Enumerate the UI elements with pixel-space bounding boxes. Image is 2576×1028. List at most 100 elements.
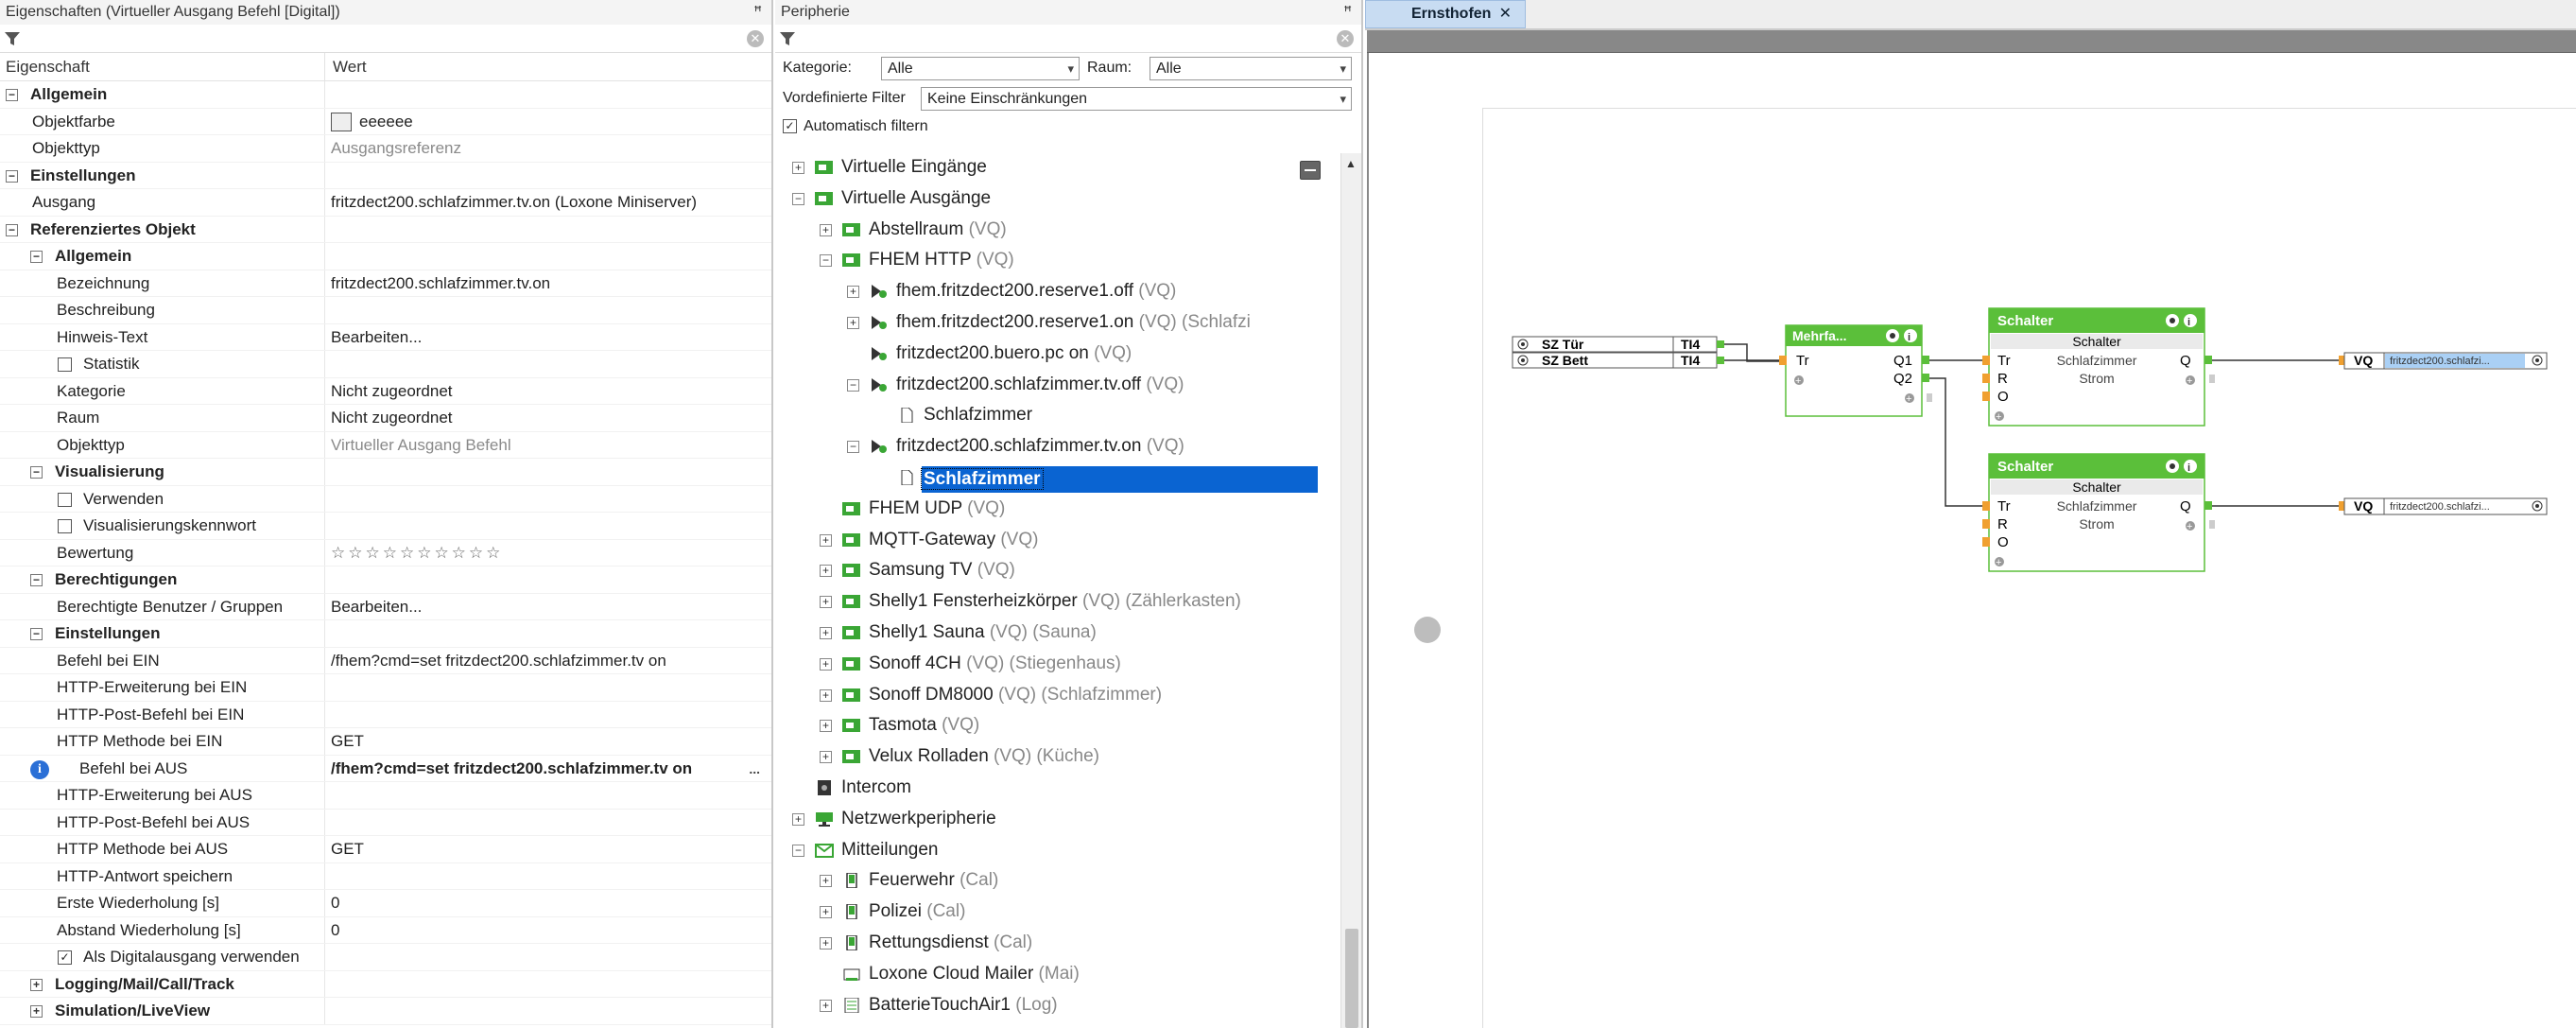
tree-item[interactable]: +Shelly1 Fensterheizkörper (VQ) (Zählerk… — [775, 587, 1323, 616]
tree-item[interactable]: Schlafzimmer — [775, 463, 1323, 493]
tree-item[interactable]: +Sonoff 4CH (VQ) (Stiegenhaus) — [775, 650, 1323, 678]
property-value-cell[interactable]: fritzdect200.schlafzimmer.tv.on (Loxone … — [325, 189, 771, 216]
tree-scrollbar[interactable]: ▲ — [1340, 153, 1361, 1028]
collapse-icon[interactable]: − — [30, 628, 43, 640]
property-row[interactable]: HTTP-Erweiterung bei AUS — [0, 782, 771, 810]
property-value-cell[interactable]: GET — [325, 836, 771, 862]
property-value-cell[interactable]: 0 — [325, 917, 771, 944]
property-value-cell[interactable] — [325, 674, 771, 701]
collapse-icon[interactable]: − — [847, 378, 859, 392]
property-value-cell[interactable]: Ausgangsreferenz — [325, 135, 771, 162]
add-output-icon[interactable] — [1905, 393, 1914, 403]
peripherie-filter-bar[interactable]: ✕ — [775, 25, 1361, 53]
tree-item[interactable]: +fhem.fritzdect200.reserve1.off (VQ) — [775, 277, 1323, 305]
expand-icon[interactable]: + — [847, 317, 859, 329]
property-row[interactable]: HTTP-Post-Befehl bei EIN — [0, 701, 771, 728]
property-value-cell[interactable]: /fhem?cmd=set fritzdect200.schlafzimmer.… — [325, 756, 771, 782]
tree-item[interactable]: Schlafzimmer — [775, 401, 1323, 429]
property-value-cell[interactable]: Bearbeiten... — [325, 324, 771, 351]
tree-item[interactable]: −FHEM HTTP (VQ) — [775, 246, 1323, 274]
edit-ellipsis-button[interactable]: ... — [749, 760, 760, 776]
property-value-cell[interactable] — [325, 971, 771, 998]
auto-filter-checkbox[interactable]: ✓ — [783, 119, 797, 133]
clear-filter-icon[interactable]: ✕ — [747, 30, 764, 47]
property-value-cell[interactable]: Nicht zugeordnet — [325, 378, 771, 405]
property-row[interactable]: Abstand Wiederholung [s]0 — [0, 916, 771, 944]
expand-icon[interactable]: + — [30, 978, 43, 991]
expand-icon[interactable]: + — [820, 906, 832, 919]
property-value-cell[interactable]: eeeeee — [325, 109, 771, 135]
tree-item[interactable]: +Virtuelle Eingänge — [775, 153, 1323, 182]
property-value-cell[interactable] — [325, 863, 771, 890]
property-row[interactable]: Erste Wiederholung [s]0 — [0, 890, 771, 917]
property-row[interactable]: Bewertung☆☆☆☆☆☆☆☆☆☆ — [0, 539, 771, 566]
tree-item[interactable]: fritzdect200.buero.pc on (VQ) — [775, 340, 1323, 368]
property-row[interactable]: HTTP-Erweiterung bei EIN — [0, 674, 771, 702]
property-value-cell[interactable]: Virtueller Ausgang Befehl — [325, 432, 771, 459]
tree-item[interactable]: +Feuerwehr (Cal) — [775, 866, 1323, 895]
program-canvas[interactable]: SZ Tür TI4 SZ Bett TI4 Meh — [1367, 53, 2576, 1028]
collapse-icon[interactable]: − — [30, 574, 43, 586]
block-schalter-2[interactable]: Schalter i Schalter Tr Schlafzimmer Q R … — [1982, 453, 2215, 572]
collapse-icon[interactable]: − — [30, 251, 43, 263]
expand-icon[interactable]: + — [820, 937, 832, 950]
add-input-icon[interactable] — [1794, 375, 1804, 385]
tree-item[interactable]: +Polizei (Cal) — [775, 897, 1323, 926]
tree-item[interactable]: +Rettungsdienst (Cal) — [775, 929, 1323, 957]
expand-icon[interactable]: + — [792, 162, 804, 174]
info-icon[interactable] — [2184, 460, 2197, 473]
tree-item[interactable]: +Tasmota (VQ) — [775, 711, 1323, 740]
expand-icon[interactable]: + — [820, 596, 832, 609]
property-checkbox[interactable] — [58, 357, 72, 372]
tree-item[interactable]: +Netzwerkperipherie — [775, 805, 1323, 833]
property-value-cell[interactable]: /fhem?cmd=set fritzdect200.schlafzimmer.… — [325, 648, 771, 674]
info-icon[interactable] — [1904, 329, 1917, 342]
tree-item[interactable]: +Sonoff DM8000 (VQ) (Schlafzimmer) — [775, 681, 1323, 709]
property-value-cell[interactable]: fritzdect200.schlafzimmer.tv.on — [325, 270, 771, 297]
pin-icon[interactable]: ꟸ — [1343, 4, 1352, 20]
expand-icon[interactable]: + — [847, 286, 859, 299]
expand-icon[interactable]: + — [820, 720, 832, 733]
property-value-cell[interactable] — [325, 810, 771, 836]
pin-icon[interactable]: ꟸ — [753, 4, 762, 20]
tree-item[interactable]: −fritzdect200.schlafzimmer.tv.on (VQ) — [775, 432, 1323, 461]
collapse-icon[interactable]: − — [792, 844, 804, 857]
property-row[interactable]: Statistik — [0, 351, 771, 378]
property-row[interactable]: ✓Als Digitalausgang verwenden — [0, 944, 771, 971]
property-value-cell[interactable] — [325, 459, 771, 485]
close-icon[interactable]: ✕ — [1498, 6, 1512, 22]
input-reference-sz-bett[interactable]: SZ Bett TI4 — [1512, 352, 1724, 369]
raum-select[interactable]: Alle▾ — [1150, 57, 1352, 80]
property-group-row[interactable]: +Simulation/LiveView — [0, 998, 771, 1025]
property-value-cell[interactable] — [325, 513, 771, 539]
property-value-cell[interactable] — [325, 566, 771, 593]
tree-item[interactable]: +Shelly1 Sauna (VQ) (Sauna) — [775, 619, 1323, 647]
output-reference-1[interactable]: VQ fritzdect200.schlafzi... — [2339, 352, 2548, 370]
property-value-cell[interactable] — [325, 351, 771, 377]
block-schalter-1[interactable]: Schalter i Schalter Tr Schlafzimmer Q R … — [1982, 307, 2215, 427]
collapse-icon[interactable]: − — [847, 441, 859, 454]
tree-item[interactable]: +Samsung TV (VQ) — [775, 556, 1323, 584]
property-group-row[interactable]: −Einstellungen — [0, 162, 771, 189]
property-group-row[interactable]: −Einstellungen — [0, 620, 771, 648]
property-value-cell[interactable] — [325, 217, 771, 243]
expand-icon[interactable]: + — [820, 533, 832, 547]
clear-filter-icon[interactable]: ✕ — [1337, 30, 1354, 47]
property-row[interactable]: Beschreibung — [0, 297, 771, 324]
output-reference-2[interactable]: VQ fritzdect200.schlafzi... — [2339, 497, 2548, 515]
property-value-cell[interactable]: Nicht zugeordnet — [325, 405, 771, 431]
property-group-row[interactable]: −Referenziertes Objekt — [0, 216, 771, 243]
collapse-all-button[interactable] — [1300, 161, 1321, 180]
tree-item[interactable]: +MQTT-Gateway (VQ) — [775, 526, 1323, 554]
scroll-up-icon[interactable]: ▲ — [1345, 157, 1357, 170]
tree-item[interactable]: −Mitteilungen — [775, 836, 1323, 864]
property-row[interactable]: Befehl bei EIN/fhem?cmd=set fritzdect200… — [0, 647, 771, 674]
property-value-cell[interactable]: ☆☆☆☆☆☆☆☆☆☆ — [325, 540, 771, 566]
collapse-icon[interactable]: − — [6, 169, 18, 183]
